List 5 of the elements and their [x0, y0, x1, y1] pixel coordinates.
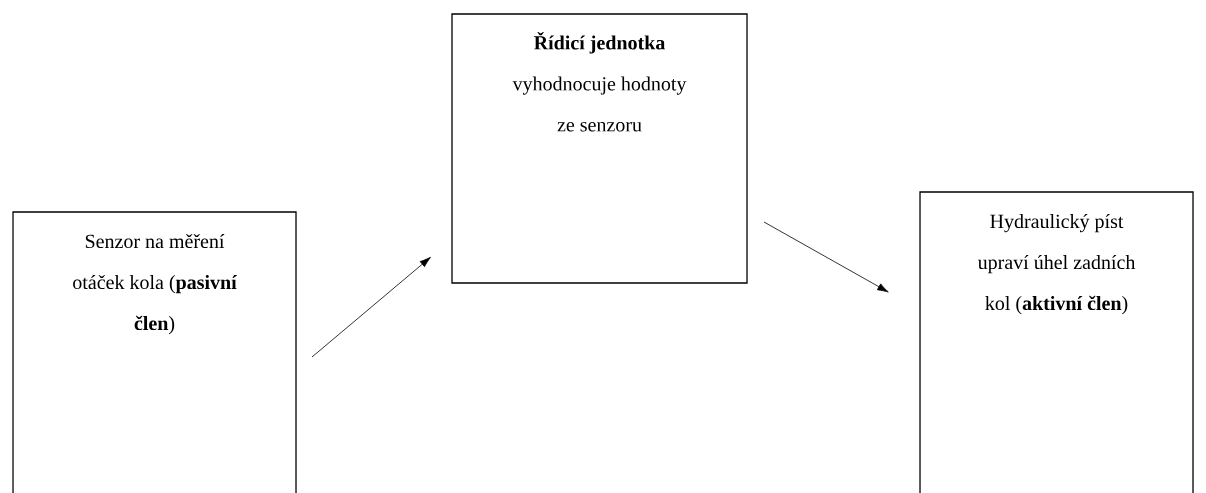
- arrow: [311, 256, 431, 358]
- process-box: Hydraulický píst upraví úhel zadních kol (aktivní člen): [919, 191, 1194, 493]
- arrow: [763, 221, 889, 293]
- process-box: Senzor na měření otáček kola (pasivní člen): [12, 211, 297, 493]
- process-box: Řídicí jednotka vyhodnocuje hodnoty ze senzoru: [451, 13, 748, 284]
